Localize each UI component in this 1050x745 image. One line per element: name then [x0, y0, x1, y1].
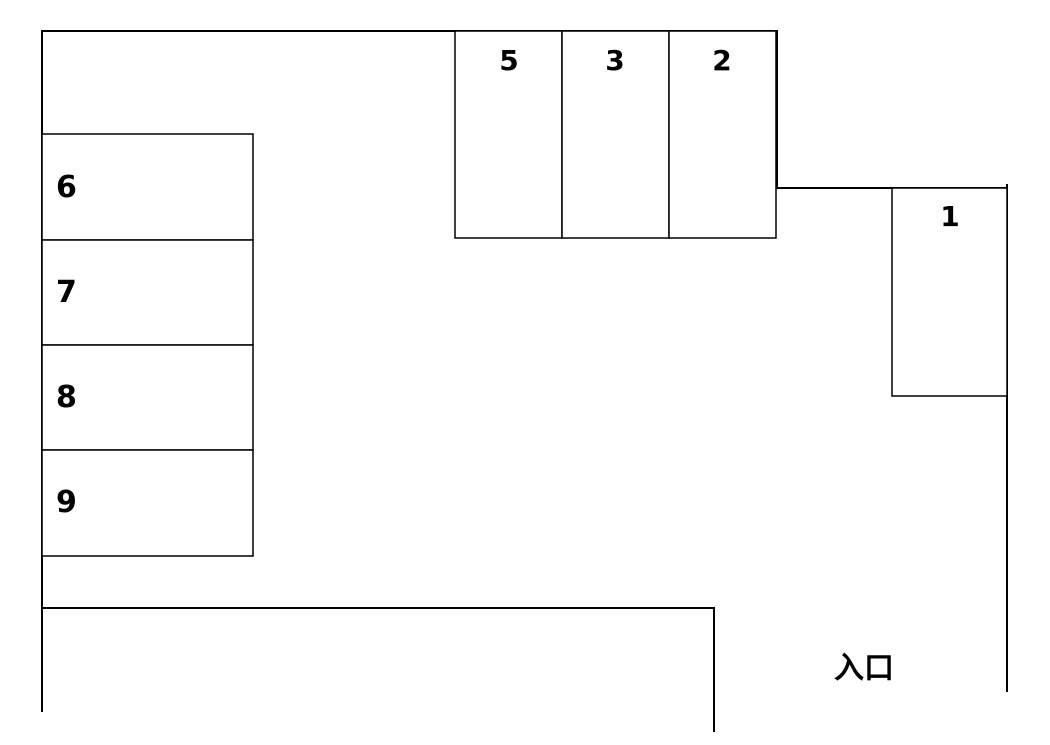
space-6-label: 6	[56, 170, 77, 205]
space-7[interactable]: 7	[41, 239, 254, 346]
space-1[interactable]: 1	[891, 187, 1008, 397]
space-6[interactable]: 6	[41, 133, 254, 241]
entrance-label: 入口	[834, 651, 894, 686]
space-3[interactable]: 3	[561, 30, 670, 239]
south-building-wall	[42, 607, 715, 732]
space-9[interactable]: 9	[41, 449, 254, 557]
space-5[interactable]: 5	[454, 30, 563, 239]
space-9-label: 9	[56, 485, 77, 520]
space-1-label: 1	[940, 200, 959, 233]
space-8-label: 8	[56, 380, 77, 415]
space-2-label: 2	[712, 44, 731, 77]
space-8[interactable]: 8	[41, 344, 254, 451]
space-3-label: 3	[605, 44, 624, 77]
space-5-label: 5	[499, 44, 518, 77]
space-7-label: 7	[56, 275, 77, 310]
space-2[interactable]: 2	[668, 30, 777, 239]
